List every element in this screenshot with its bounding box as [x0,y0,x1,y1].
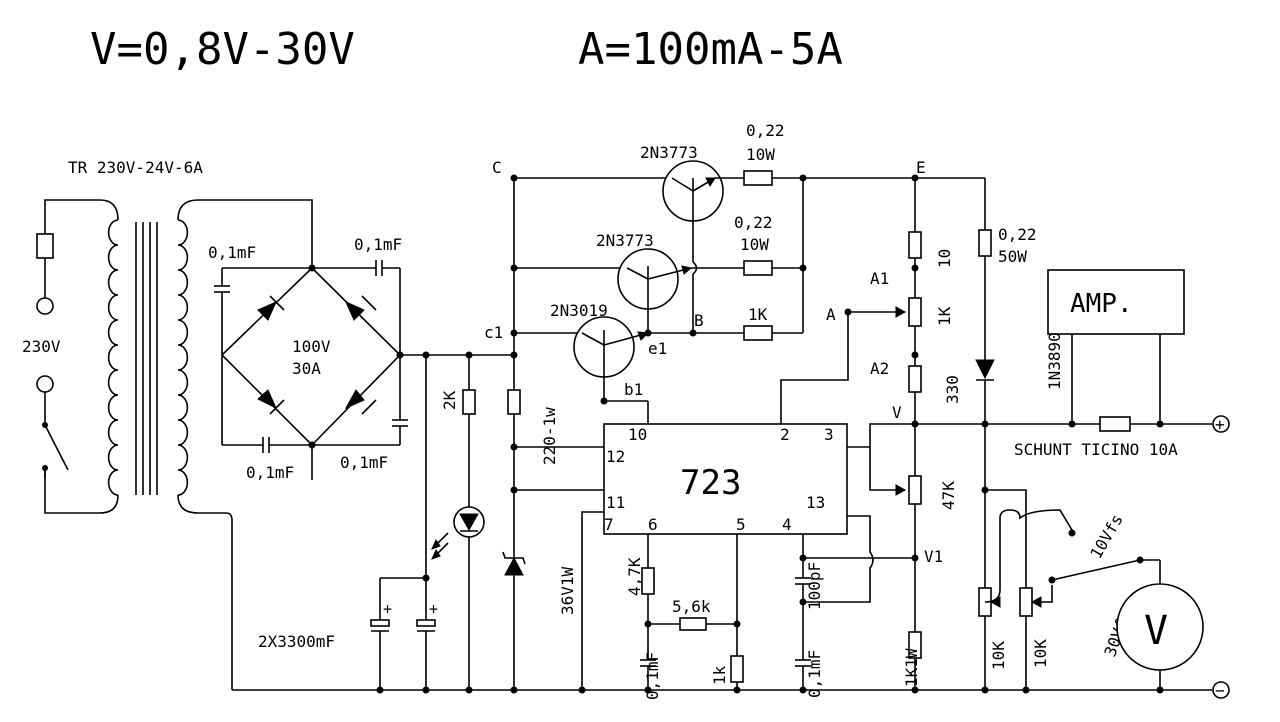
pin-6: 6 [648,515,658,534]
pot-1k [908,297,922,327]
pot-10k-b [1019,587,1033,617]
title-current-range: A=100mA-5A [578,24,843,75]
node-v1: V1 [924,547,943,566]
node-a: A [826,305,836,324]
node-e1: e1 [648,339,667,358]
pin-2: 2 [780,425,790,444]
mains-terminal-bottom [36,375,54,393]
r-47k-div-label: 4,7K [625,557,644,596]
bridge-rating-1: 100V [292,337,331,356]
title-voltage-range: V=0,8V-30V [90,24,355,75]
fuse [36,233,54,259]
diode-label: 1N3890 [1045,332,1064,390]
resistor-1k [730,655,744,683]
plus-sign: + [1215,415,1225,434]
r-a1-label: 1K [935,306,954,326]
voltmeter-label: V [1144,608,1168,654]
transformer-label: TR 230V-24V-6A [68,158,203,177]
cap-label-pin4: 0,1mF [805,650,824,698]
cap-label-comp: 100pF [805,562,824,610]
r-47k-label: 47K [939,481,958,510]
mains-label: 230V [22,337,61,356]
r-56k-label: 5,6k [672,597,711,616]
filter-cap-1 [370,619,390,627]
pin-10: 10 [628,425,647,444]
q1-label: 2N3773 [640,143,698,162]
pin-7: 7 [604,515,614,534]
r-1k-label: 1k [710,665,729,685]
bridge-rating-2: 30A [292,359,321,378]
cap-label-bridge-top-right: 0,1mF [354,235,402,254]
filter-cap-2 [416,619,436,627]
pin-3: 3 [824,425,834,444]
transformer [44,199,313,514]
node-c: C [492,158,502,177]
resistor-56k [679,617,707,631]
pin-12: 12 [606,447,625,466]
node-a2: A2 [870,359,889,378]
pin-4: 4 [782,515,792,534]
cap-label-bridge-bottom-right: 0,1mF [340,453,388,472]
svg-text:+: + [383,600,392,618]
pin-11: 11 [606,493,625,512]
cap-label-bridge-bottom-left: 0,1mF [246,463,294,482]
r-e1-val: 0,22 [746,121,785,140]
q3-label: 2N3019 [550,301,608,320]
r-e1-pow: 10W [746,145,775,164]
resistor-label-zener: 220-1w [540,407,559,465]
range-switch [1051,559,1141,581]
range-10vfs: 10Vfs [1086,511,1127,562]
r-shunt-val: 0,22 [998,225,1037,244]
r-shunt-pow: 50W [998,247,1027,266]
r-e2-pow: 10W [740,235,769,254]
cap-label-bridge-top-left: 0,1mF [208,243,256,262]
power-switch [44,424,69,471]
node-v: V [892,403,902,422]
diode-1n3890 [975,359,995,380]
pot-b-label: 10K [1031,639,1050,668]
bridge-rectifier [221,267,401,446]
q2-label: 2N3773 [596,231,654,250]
shunt-ticino [1099,416,1131,432]
node-a1: A1 [870,269,889,288]
svg-text:+: + [429,600,438,618]
shunt-label: SCHUNT TICINO 10A [1014,440,1178,459]
r-10-label: 10 [935,249,954,268]
zener-label: 36V1W [558,566,577,615]
resistor-emitter-1 [743,170,773,186]
output-terminal-plus [1212,415,1230,433]
ic-723 [603,423,848,535]
resistor-10 [908,231,922,259]
r-e2-val: 0,22 [734,213,773,232]
node-e: E [916,158,926,177]
ic-723-name: 723 [680,463,741,503]
resistor-330 [908,365,922,393]
pin-13: 13 [806,493,825,512]
resistor-zener [507,389,521,415]
ammeter-box [1047,269,1185,335]
node-b1: b1 [624,380,643,399]
pot-a-label: 10K [989,641,1008,670]
resistor-label-led: 2K [440,390,459,410]
resistor-current-shunt [978,229,992,257]
ammeter-label: AMP. [1070,289,1133,319]
node-b: B [694,311,704,330]
output-terminal-minus [1212,681,1230,699]
resistor-led [462,389,476,415]
r-1k1w-label: 1K1W [902,648,921,687]
filter-caps-label: 2X3300mF [258,632,335,651]
r-b-label: 1K [748,305,768,324]
node-c1: c1 [484,323,503,342]
pot-47k [908,475,922,505]
minus-sign: − [1215,681,1225,700]
resistor-base [743,325,773,341]
pin-5: 5 [736,515,746,534]
r-330-label: 330 [943,375,962,404]
cap-label-pin6: 0,1mF [643,652,662,700]
resistor-emitter-2 [743,260,773,276]
mains-terminal-top [36,297,54,315]
